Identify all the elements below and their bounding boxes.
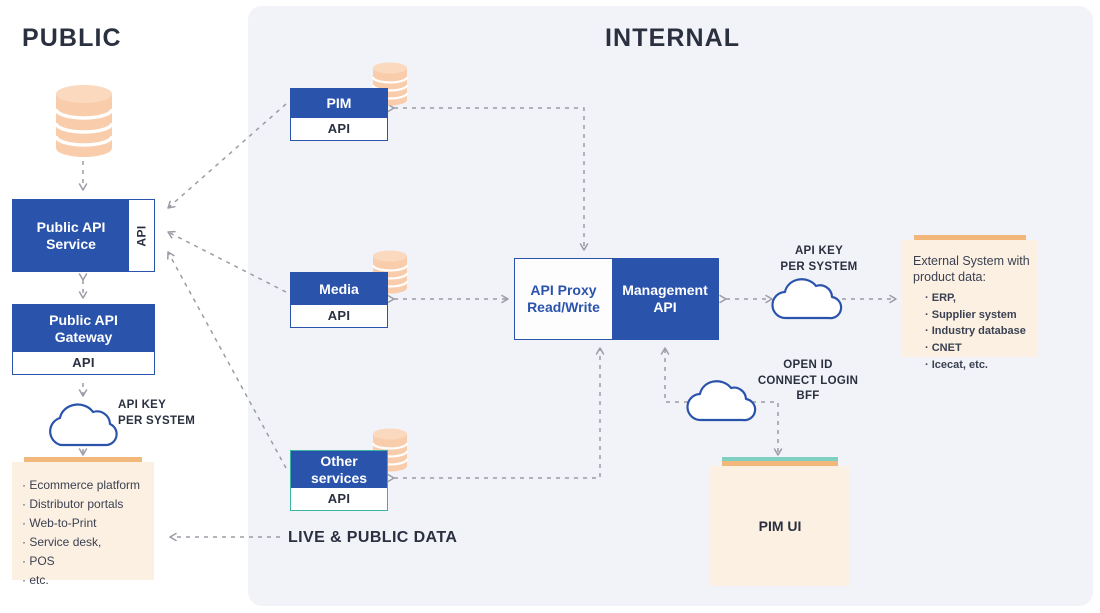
- external-system-panel: External System with product data: ERP, …: [902, 235, 1038, 371]
- internal-api-key-caption: API KEY PER SYSTEM: [780, 245, 858, 273]
- public-consumers-panel: Ecommerce platform Distributor portals W…: [12, 457, 154, 587]
- pim-service-api-label: API: [291, 118, 387, 140]
- internal-zone-title: INTERNAL: [605, 24, 741, 52]
- external-system-title: External System with product data:: [913, 254, 1030, 284]
- list-item: CNET: [913, 340, 1030, 357]
- public-database-icon: [54, 85, 114, 157]
- pim-ui-orange-accent-bar: [722, 461, 838, 466]
- list-item: Industry database: [913, 323, 1030, 340]
- public-api-gateway-box[interactable]: Public API Gateway API: [12, 304, 155, 375]
- openid-cloud-icon: [686, 380, 757, 422]
- pim-ui-label: PIM UI: [758, 518, 802, 534]
- other-services-box[interactable]: Other services API: [290, 450, 388, 511]
- management-api-label: Management API: [612, 259, 718, 339]
- public-api-gateway-api-label: API: [13, 352, 154, 374]
- consumers-list: Ecommerce platform Distributor portals W…: [22, 476, 146, 590]
- list-item: etc.: [22, 571, 146, 590]
- public-api-key-caption: API KEY PER SYSTEM: [118, 399, 196, 427]
- media-service-box[interactable]: Media API: [290, 272, 388, 328]
- public-zone-title: PUBLIC: [22, 24, 122, 52]
- list-item: Distributor portals: [22, 495, 146, 514]
- list-item: Service desk,: [22, 533, 146, 552]
- public-api-service-api-tab: API: [129, 200, 154, 271]
- api-core-box[interactable]: API Proxy Read/Write Management API: [514, 258, 719, 340]
- pim-service-box[interactable]: PIM API: [290, 88, 388, 141]
- list-item: POS: [22, 552, 146, 571]
- other-services-api-label: API: [291, 488, 387, 510]
- media-service-api-label: API: [291, 305, 387, 327]
- other-services-label: Other services: [291, 451, 387, 488]
- list-item: Ecommerce platform: [22, 476, 146, 495]
- media-service-label: Media: [291, 273, 387, 305]
- list-item: Icecat, etc.: [913, 357, 1030, 374]
- public-api-gateway-label: Public API Gateway: [13, 305, 154, 352]
- public-cloud-icon: [49, 403, 118, 447]
- openid-connect-caption: OPEN ID CONNECT LOGIN BFF: [757, 359, 859, 403]
- api-proxy-label: API Proxy Read/Write: [515, 259, 612, 339]
- list-item: ERP,: [913, 290, 1030, 307]
- external-system-accent-bar: [914, 235, 1026, 240]
- public-api-service-label: Public API Service: [36, 218, 106, 252]
- pim-ui-panel[interactable]: PIM UI: [710, 457, 850, 586]
- external-api-cloud-icon: [771, 278, 843, 320]
- pim-ui-teal-accent-bar: [722, 457, 838, 461]
- public-api-service-box[interactable]: Public API Service API: [12, 199, 155, 272]
- list-item: Web-to-Print: [22, 514, 146, 533]
- live-public-data-label: LIVE & PUBLIC DATA: [288, 529, 458, 546]
- pim-service-label: PIM: [291, 89, 387, 118]
- external-system-list: ERP, Supplier system Industry database C…: [913, 290, 1030, 374]
- list-item: Supplier system: [913, 307, 1030, 324]
- consumers-panel-accent-bar: [24, 457, 142, 462]
